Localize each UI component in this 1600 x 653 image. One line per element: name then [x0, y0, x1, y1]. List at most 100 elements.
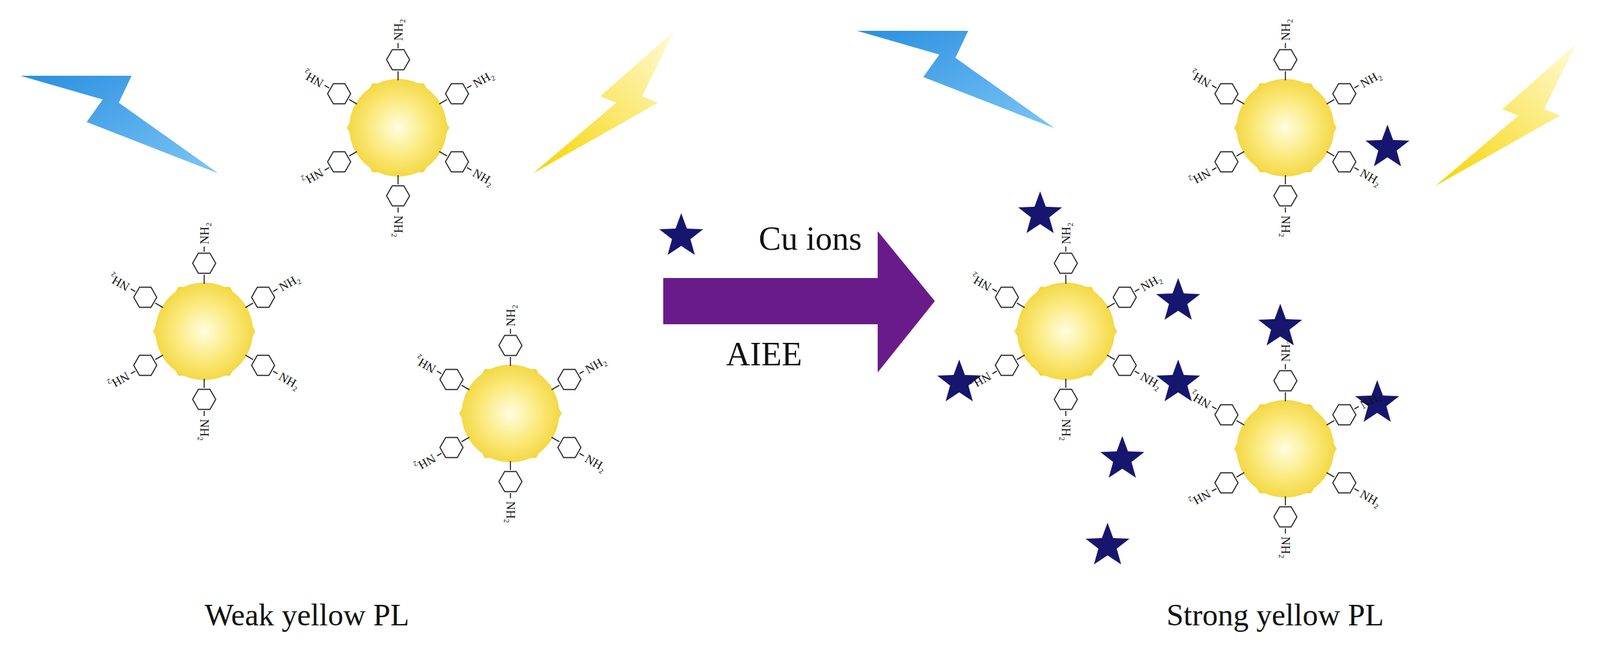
amine-label: NH₂ [1357, 487, 1383, 509]
bond-line [1284, 175, 1287, 185]
bond-line [1106, 303, 1115, 308]
bond-line [466, 85, 472, 88]
bond-line [1106, 355, 1115, 360]
copper-ion-star [1156, 278, 1200, 320]
bond-line [397, 207, 399, 213]
process-label: AIEE [726, 337, 802, 372]
blue-lightning [20, 75, 219, 174]
bond-line [1326, 420, 1335, 426]
benzene-ring [1054, 252, 1078, 273]
bond-line [1236, 420, 1245, 426]
bond-line [1354, 167, 1359, 171]
amine-label: NH₂ [1279, 339, 1292, 362]
bond-line [1284, 528, 1287, 534]
amine-label: NH₂ [412, 452, 438, 474]
bond-line [1065, 378, 1067, 388]
benzene-ring [251, 286, 275, 307]
amine-label: NH₂ [1060, 222, 1073, 244]
amine-label: NH₂ [1279, 215, 1292, 237]
bond-line [992, 288, 998, 292]
bond-line [551, 437, 560, 442]
benzene-ring [445, 83, 469, 104]
benzene-ring [192, 252, 216, 273]
bond-line [245, 355, 253, 360]
bond-line [1326, 151, 1335, 157]
amine-label: NH₂ [968, 369, 994, 392]
amine-label: NH₂ [504, 500, 517, 523]
benzene-ring [1214, 151, 1238, 172]
benzene-ring [995, 355, 1019, 375]
bond-line [461, 437, 470, 442]
bond-line [203, 410, 205, 417]
bond-line [1134, 288, 1140, 292]
bond-line [1065, 410, 1067, 417]
benzene-ring [192, 389, 216, 409]
bond-line [551, 385, 560, 390]
benzene-ring [439, 437, 463, 458]
bond-line [1236, 472, 1245, 478]
yellow-lightning [1434, 43, 1577, 187]
benzene-ring [557, 437, 582, 458]
copper-ion-star [659, 213, 704, 255]
bond-line [203, 246, 205, 252]
benzene-ring [1273, 506, 1297, 527]
copper-ion-star [1355, 380, 1400, 422]
particle-core [1236, 400, 1335, 498]
amine-label: NH₂ [276, 271, 302, 293]
bond-line [1284, 364, 1287, 370]
bond-line [155, 355, 164, 360]
amine-label: NH₂ [1187, 166, 1213, 188]
amine-label: NH₂ [582, 353, 609, 375]
bond-line [1284, 207, 1287, 213]
amine-label: NH₂ [276, 369, 302, 392]
copper-ion-star [1018, 191, 1062, 234]
bond-line [992, 371, 998, 374]
benzene-ring [1332, 404, 1357, 425]
bond-line [439, 151, 447, 157]
bond-line [272, 371, 278, 374]
benzene-ring [327, 83, 351, 104]
benzene-ring [1113, 286, 1137, 307]
amine-label: NH₂ [392, 18, 405, 41]
amine-label: NH₂ [1279, 18, 1292, 41]
bond-line [1065, 274, 1067, 284]
bond-line [324, 167, 330, 171]
yellow-lightning [532, 30, 675, 174]
particle-core [349, 78, 447, 177]
bond-line [130, 288, 136, 292]
bond-line [579, 453, 584, 456]
bond-line [1134, 371, 1140, 374]
copper-ion-star [1100, 435, 1145, 478]
bond-line [203, 378, 205, 388]
amine-label: NH₂ [1279, 536, 1292, 558]
bond-line [579, 371, 584, 374]
bond-line [1212, 85, 1217, 88]
bond-line [461, 385, 470, 390]
bond-line [1236, 99, 1245, 105]
amine-label: NH₂ [1357, 68, 1383, 90]
bond-line [1284, 71, 1287, 81]
bond-line [437, 453, 442, 456]
bond-line [1354, 488, 1359, 492]
amine-label: NH₂ [300, 68, 326, 90]
bond-line [509, 356, 512, 366]
bond-line [437, 371, 442, 374]
amine-label: NH₂ [1060, 418, 1073, 441]
bond-line [1017, 355, 1025, 360]
benzene-ring [995, 286, 1019, 307]
copper-ion-star [1258, 303, 1303, 346]
benzene-ring [445, 151, 469, 172]
benzene-ring [498, 471, 522, 492]
bond-line [1017, 303, 1025, 308]
amine-label: NH₂ [198, 222, 211, 244]
bond-line [1065, 246, 1067, 252]
benzene-ring [1332, 472, 1357, 493]
amine-label: NH₂ [1187, 68, 1213, 90]
benzene-ring [1273, 185, 1297, 206]
benzene-ring [1214, 83, 1238, 104]
particle-core [155, 282, 253, 381]
benzene-ring [439, 369, 463, 390]
bond-line [203, 274, 205, 284]
